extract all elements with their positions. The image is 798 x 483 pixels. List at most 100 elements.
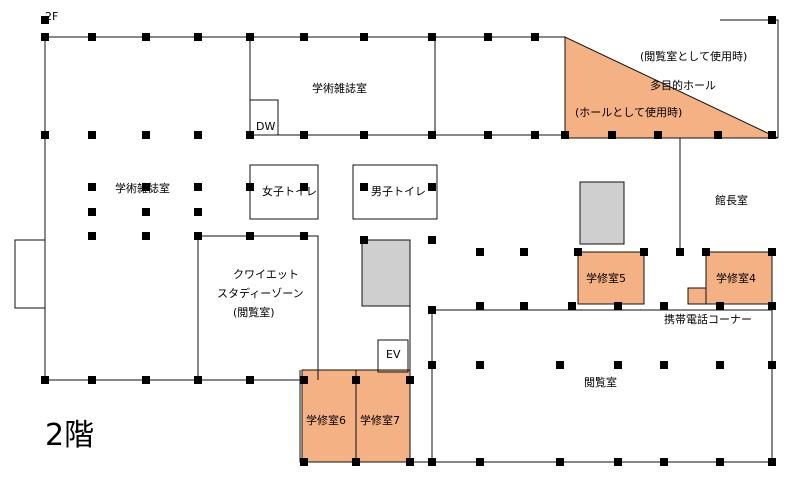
column-marker	[300, 131, 308, 139]
column-marker	[246, 232, 254, 240]
room-quiet-study-line3: (閲覧室)	[233, 305, 275, 319]
column-marker	[41, 376, 49, 384]
column-marker	[428, 33, 436, 41]
column-marker	[360, 33, 368, 41]
column-marker	[768, 16, 776, 24]
room-study-7[interactable]: 学修室7	[360, 413, 400, 427]
column-marker	[476, 361, 484, 369]
floor-level-label: 2F	[45, 10, 58, 23]
column-marker	[676, 248, 684, 256]
column-marker	[41, 131, 49, 139]
column-marker	[194, 376, 202, 384]
structural-columns	[41, 16, 776, 466]
room-academic-journals-left[interactable]: 学術雑誌室	[115, 181, 170, 195]
column-marker	[476, 248, 484, 256]
column-marker	[41, 16, 49, 24]
column-marker	[406, 458, 414, 466]
column-marker	[41, 33, 49, 41]
room-womens-restroom: 女子トイレ	[262, 184, 317, 198]
column-marker	[142, 208, 150, 216]
column-marker	[640, 248, 648, 256]
column-marker	[520, 248, 528, 256]
study-room-5-area[interactable]	[577, 251, 645, 305]
column-marker	[768, 131, 776, 139]
room-quiet-study-line2: スタディーゾーン	[217, 286, 304, 300]
column-marker	[194, 131, 202, 139]
column-marker	[142, 376, 150, 384]
column-marker	[360, 131, 368, 139]
column-marker	[406, 376, 414, 384]
column-marker	[88, 208, 96, 216]
column-marker	[654, 131, 662, 139]
column-marker	[520, 302, 528, 310]
column-marker	[246, 183, 254, 191]
room-director: 館長室	[715, 193, 748, 207]
phone-corner-label: 携帯電話コーナー	[664, 312, 752, 326]
column-marker	[702, 248, 710, 256]
column-marker	[352, 458, 360, 466]
column-marker	[246, 131, 254, 139]
column-marker	[300, 183, 308, 191]
study-room-4-area[interactable]	[705, 251, 773, 305]
column-marker	[428, 361, 436, 369]
column-marker	[428, 183, 436, 191]
column-marker	[246, 376, 254, 384]
column-marker	[194, 183, 202, 191]
column-marker	[428, 131, 436, 139]
column-marker	[142, 33, 150, 41]
elevator-label: EV	[386, 348, 401, 361]
room-multipurpose-hall[interactable]: 多目的ホール	[650, 78, 716, 92]
column-marker	[561, 131, 569, 139]
room-study-4[interactable]: 学修室4	[716, 271, 756, 285]
column-marker	[300, 376, 308, 384]
column-marker	[660, 302, 668, 310]
column-marker	[142, 232, 150, 240]
column-marker	[428, 236, 436, 244]
hall-note: (ホールとして使用時)	[575, 106, 682, 119]
column-marker	[88, 183, 96, 191]
column-marker	[660, 458, 668, 466]
column-marker	[194, 33, 202, 41]
column-marker	[768, 248, 776, 256]
column-marker	[614, 458, 622, 466]
column-marker	[716, 361, 724, 369]
column-marker	[768, 302, 776, 310]
column-marker	[476, 458, 484, 466]
room-dw: DW	[256, 120, 275, 133]
column-marker	[88, 131, 96, 139]
column-marker	[88, 232, 96, 240]
column-marker	[716, 302, 724, 310]
room-study-6[interactable]: 学修室6	[306, 413, 346, 427]
column-marker	[768, 458, 776, 466]
column-marker	[88, 33, 96, 41]
room-reading[interactable]: 閲覧室	[584, 375, 617, 389]
column-marker	[360, 236, 368, 244]
phone-corner-area	[687, 287, 707, 305]
floor-title: 2階	[45, 418, 94, 453]
column-marker	[614, 302, 622, 310]
room-quiet-study-line1[interactable]: クワイエット	[233, 268, 299, 281]
study-room-6-area[interactable]	[301, 369, 357, 463]
column-marker	[531, 33, 539, 41]
column-marker	[568, 302, 576, 310]
hall-reading-note: (閲覧室として使用時)	[640, 49, 747, 63]
column-marker	[428, 306, 436, 314]
column-marker	[556, 458, 564, 466]
column-marker	[194, 208, 202, 216]
column-marker	[484, 131, 492, 139]
room-academic-journals-top[interactable]: 学術雑誌室	[312, 81, 367, 95]
column-marker	[716, 458, 724, 466]
column-marker	[352, 376, 360, 384]
study-room-7-area[interactable]	[355, 369, 411, 463]
column-marker	[614, 361, 622, 369]
column-marker	[556, 361, 564, 369]
column-marker	[476, 302, 484, 310]
column-marker	[768, 361, 776, 369]
column-marker	[300, 33, 308, 41]
column-marker	[574, 248, 582, 256]
column-marker	[660, 361, 668, 369]
room-study-5[interactable]: 学修室5	[586, 271, 626, 285]
column-marker	[194, 232, 202, 240]
column-marker	[608, 131, 616, 139]
